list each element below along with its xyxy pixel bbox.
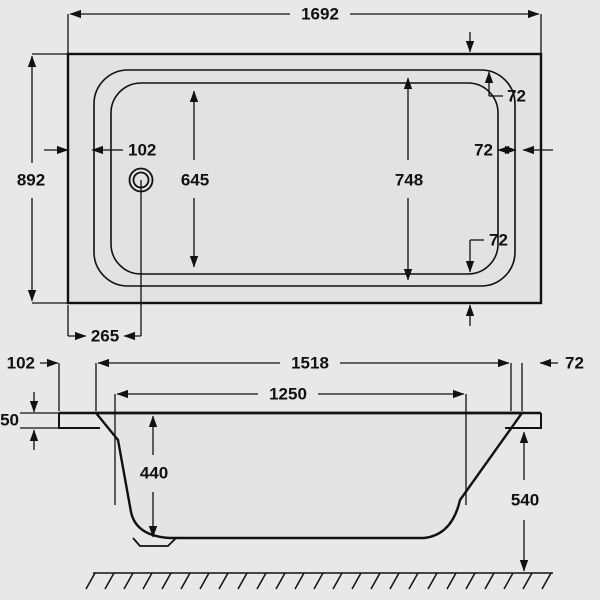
- ground-hatching: [85, 572, 552, 590]
- side-base-boss: [132, 537, 177, 547]
- dim-internal-depth-440: 440: [140, 415, 168, 538]
- dim-label-102-side: 102: [7, 353, 35, 372]
- dim-rim-width-left: 102: [91, 140, 156, 159]
- dim-label-265: 265: [91, 326, 119, 345]
- dim-label-72-side: 72: [565, 353, 584, 372]
- plan-rim-rounded-rect: [93, 69, 516, 287]
- dim-label-1250: 1250: [269, 384, 307, 403]
- dim-label-72-right: 72: [474, 140, 493, 159]
- ground-line-group: [85, 572, 553, 590]
- dim-inner-width-645: 645: [181, 90, 209, 268]
- dim-rim-bottom-72: 72: [465, 230, 508, 326]
- side-view-group: [58, 411, 542, 547]
- dim-rim-top-72: 72: [465, 32, 526, 105]
- dim-label-50: 50: [0, 410, 19, 429]
- dim-label-72-top: 72: [507, 86, 526, 105]
- dim-rim-right-72: 72: [474, 140, 553, 159]
- plan-view-group: [66, 52, 543, 336]
- side-tub-section: [93, 411, 525, 540]
- dim-rim-overhang-right-72: 72: [521, 353, 584, 411]
- plan-bowl-rounded-rect: [110, 82, 499, 275]
- dim-outer-width-748: 748: [395, 77, 423, 281]
- dim-label-645: 645: [181, 170, 209, 189]
- dim-label-440: 440: [140, 463, 168, 482]
- dim-drain-offset-265: 265: [67, 305, 141, 345]
- dim-label-72-bottom: 72: [489, 230, 508, 249]
- dim-label-892: 892: [17, 170, 45, 189]
- dim-label-102-plan: 102: [128, 140, 156, 159]
- dim-overall-height-540: 540: [505, 427, 541, 572]
- plan-outer-body: [66, 52, 543, 305]
- dim-label-540: 540: [511, 490, 539, 509]
- dim-label-1692: 1692: [301, 4, 339, 23]
- dim-top-inner-length-1518: 1518: [95, 353, 512, 411]
- dim-rim-thickness-50: 50: [0, 392, 59, 450]
- dim-overall-length: 1692: [67, 4, 542, 54]
- dim-label-1518: 1518: [291, 353, 329, 372]
- dim-rim-overhang-left-102: 102: [7, 353, 60, 411]
- side-rim-step-left: [58, 413, 100, 429]
- dim-overall-width: 892: [17, 53, 68, 304]
- dim-label-748: 748: [395, 170, 423, 189]
- dim-base-inner-length-1250: 1250: [114, 384, 467, 505]
